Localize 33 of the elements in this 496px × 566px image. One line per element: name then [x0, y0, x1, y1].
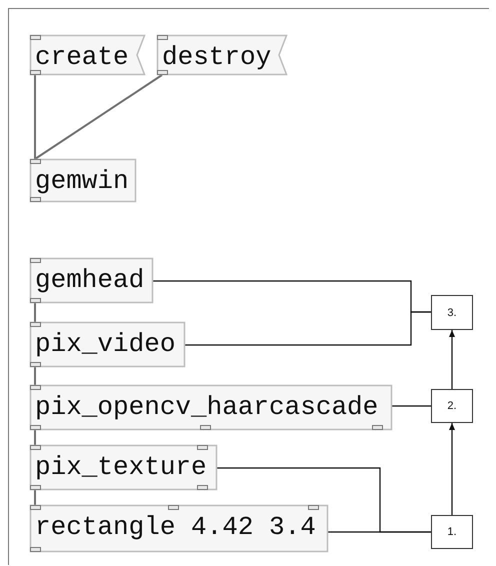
- patch-cord: [34, 490, 36, 505]
- annotation-box: [431, 389, 473, 423]
- patch-cord: [34, 367, 36, 385]
- message-box: [157, 35, 287, 75]
- arrow: [449, 330, 455, 389]
- object-name: create: [35, 44, 129, 70]
- object-name: gemhead: [35, 267, 144, 293]
- object-name: pix_texture: [35, 454, 207, 480]
- object-box: [30, 322, 185, 367]
- object-box: [30, 505, 328, 552]
- patch-cord: [34, 430, 36, 445]
- step-number: 3.: [447, 306, 457, 318]
- patch-cord: [34, 74, 163, 160]
- object-box: [30, 385, 392, 430]
- connector-line: [185, 311, 431, 346]
- object-name: gemwin: [35, 168, 129, 194]
- object-name: pix_opencv_haarcascade: [35, 394, 378, 420]
- step-number: 2.: [447, 400, 457, 412]
- connector-line: [328, 531, 431, 533]
- object-box: [30, 445, 217, 490]
- step-number: 1.: [447, 526, 457, 538]
- annotation-box: [431, 295, 473, 330]
- object-name: destroy: [162, 44, 272, 70]
- connector-line: [392, 405, 431, 407]
- arrow: [449, 423, 455, 515]
- object-name: rectangle 4.42 3.4: [35, 514, 316, 540]
- annotation-box: [431, 515, 473, 549]
- patch-cord: [34, 303, 36, 322]
- patch-cord: [34, 75, 36, 159]
- object-box: [30, 258, 153, 303]
- message-box: [30, 35, 145, 75]
- object-name: pix_video: [35, 331, 176, 357]
- object-box: [30, 159, 136, 202]
